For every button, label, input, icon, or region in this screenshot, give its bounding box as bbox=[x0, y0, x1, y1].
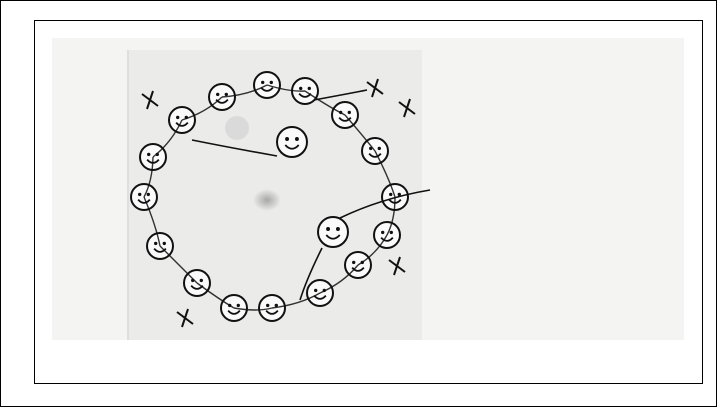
inside-face bbox=[318, 217, 348, 247]
paper-fold bbox=[127, 50, 129, 340]
sketch-drawing bbox=[52, 38, 684, 340]
inside-face bbox=[277, 127, 307, 157]
ink-smudge bbox=[253, 189, 281, 211]
ink-smudge-top bbox=[225, 116, 249, 140]
sketch-photo bbox=[52, 38, 684, 340]
